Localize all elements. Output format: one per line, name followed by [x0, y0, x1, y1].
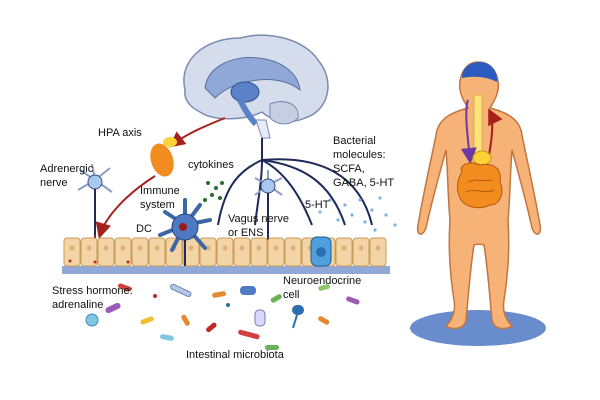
label-hpa-axis: HPA axis	[98, 127, 142, 139]
dendritic-cell	[158, 198, 212, 266]
epithelial-nucleus	[358, 245, 364, 251]
label-neuroendocrine-cell: cell	[283, 289, 300, 301]
vagus-nerve-fibers	[217, 138, 373, 226]
epithelial-cell	[284, 237, 302, 267]
epithelial-cell	[267, 237, 285, 267]
epithelial-nucleus	[375, 245, 381, 251]
label-immune: Immune	[140, 185, 180, 197]
label-immune-system: system	[140, 199, 175, 211]
enteric-neuron	[254, 170, 283, 240]
brain	[183, 34, 329, 139]
intestinal-microbiota	[85, 283, 360, 350]
epithelial-cell	[216, 237, 234, 267]
adrenal-gland	[150, 137, 177, 177]
epithelial-cell	[131, 237, 149, 267]
label-adrenergic: Adrenergic	[40, 163, 94, 175]
epithelial-nucleus	[120, 245, 126, 251]
epithelial-cell	[369, 237, 387, 267]
intestinal-epithelium	[62, 237, 390, 274]
neuroendocrine-cell	[310, 236, 332, 267]
label-molecules: molecules:	[333, 149, 386, 161]
label-or-ens: or ENS	[228, 227, 263, 239]
labels: HPA axis Adrenergic nerve cytokines Immu…	[40, 127, 394, 361]
label-neuroendocrine: Neuroendocrine	[283, 275, 361, 287]
epithelial-nucleus	[188, 245, 194, 251]
label-cytokines: cytokines	[188, 159, 234, 171]
epithelial-cell	[148, 237, 166, 267]
epithelial-cell	[165, 237, 183, 267]
epithelial-cell	[114, 237, 132, 267]
epithelial-cell	[63, 237, 81, 267]
epithelial-nucleus	[256, 245, 262, 251]
epithelial-nucleus	[69, 245, 75, 251]
epithelial-nucleus	[273, 245, 279, 251]
label-vagus-nerve: Vagus nerve	[228, 213, 289, 225]
label-dc: DC	[136, 223, 152, 235]
hpa-arrow	[168, 117, 226, 148]
label-scfa: SCFA,	[333, 163, 365, 175]
epithelial-nucleus	[154, 245, 160, 251]
cytokine-dots	[203, 181, 224, 202]
label-adrenaline: adrenaline	[52, 299, 103, 311]
adrenergic-neuron	[77, 163, 113, 266]
bacterial-molecule-dots	[318, 196, 397, 232]
label-adrenergic-nerve: nerve	[40, 177, 68, 189]
epithelial-cell	[80, 237, 98, 267]
epithelial-cell	[250, 237, 268, 267]
human-body	[410, 61, 546, 346]
epithelial-cell	[335, 237, 353, 267]
label-gaba-5ht: GABA, 5-HT	[333, 177, 394, 189]
label-bacterial: Bacterial	[333, 135, 376, 147]
epithelial-cell	[97, 237, 115, 267]
epithelial-nucleus	[222, 245, 228, 251]
adrenaline-markers	[68, 259, 130, 264]
epithelial-nucleus	[341, 245, 347, 251]
epithelial-cell	[233, 237, 251, 267]
epithelial-nucleus	[239, 245, 245, 251]
epithelial-nucleus	[290, 245, 296, 251]
label-intestinal-microbiota: Intestinal microbiota	[186, 349, 285, 361]
epithelial-nucleus	[205, 245, 211, 251]
label-5ht: 5-HT	[305, 199, 330, 211]
epithelial-cell	[352, 237, 370, 267]
label-stress-hormone: Stress hormone:	[52, 285, 133, 297]
epithelial-nucleus	[137, 245, 143, 251]
adrenaline-arrow	[95, 175, 156, 239]
epithelial-nucleus	[103, 245, 109, 251]
epithelial-nucleus	[86, 245, 92, 251]
